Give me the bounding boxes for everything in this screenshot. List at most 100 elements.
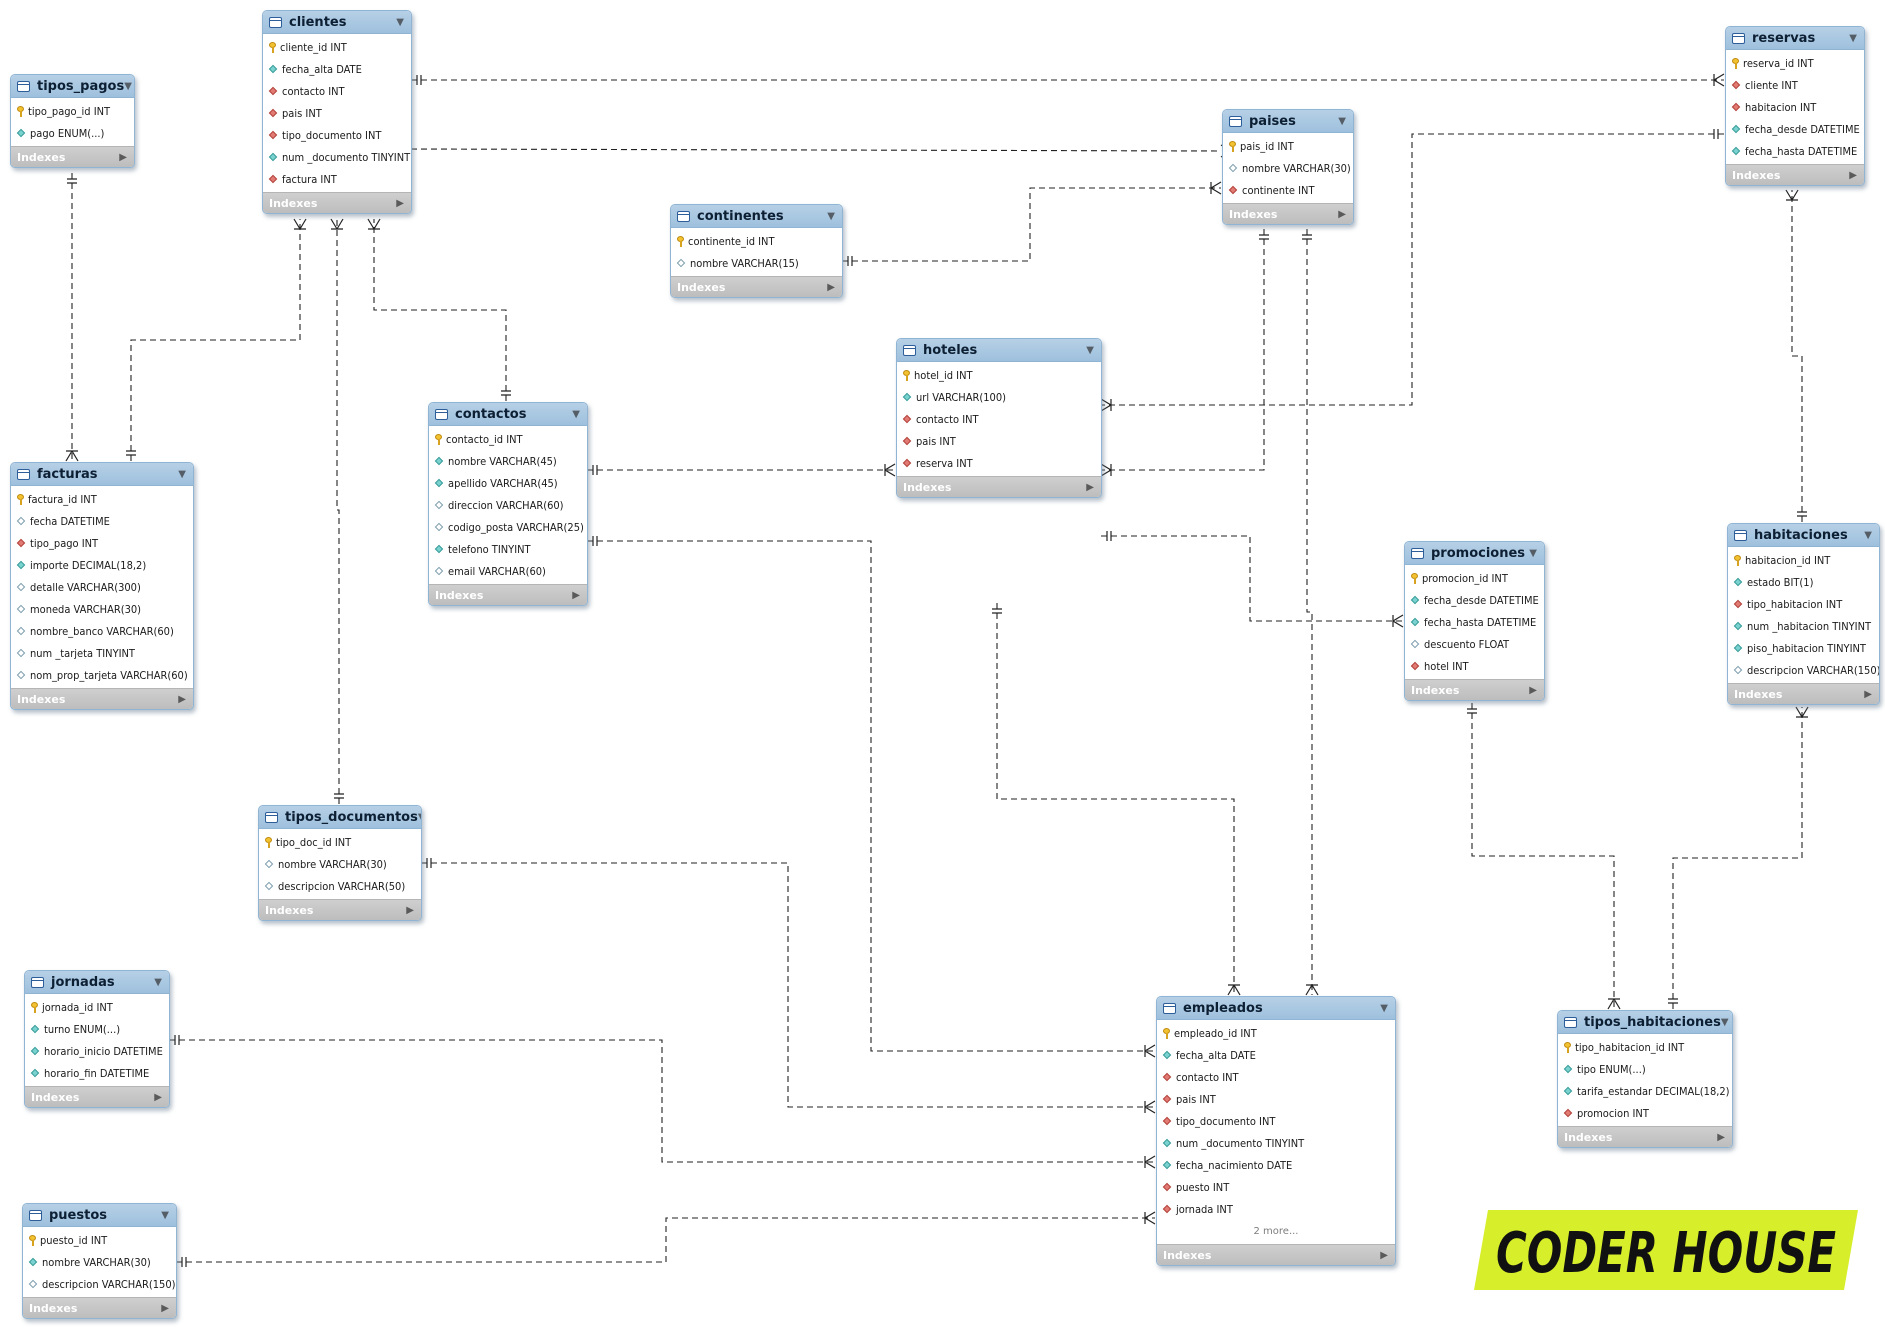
column-row[interactable]: promocion_id INT [1405,567,1544,589]
column-row[interactable]: url VARCHAR(100) [897,386,1101,408]
table-header[interactable]: paises▼ [1223,110,1353,133]
collapse-arrow-icon[interactable]: ▼ [124,80,132,92]
indexes-section[interactable]: Indexes▶ [263,192,411,213]
table-header[interactable]: contactos▼ [429,403,587,426]
column-row[interactable]: contacto INT [897,408,1101,430]
column-row[interactable]: fecha_desde DATETIME [1726,118,1864,140]
column-row[interactable]: continente_id INT [671,230,842,252]
column-row[interactable]: num _documento TINYINT [263,146,411,168]
more-columns-link[interactable]: 2 more... [1253,1225,1299,1237]
expand-arrow-icon[interactable]: ▶ [178,693,186,705]
column-row[interactable]: tipo_doc_id INT [259,831,421,853]
expand-arrow-icon[interactable]: ▶ [1529,684,1537,696]
expand-arrow-icon[interactable]: ▶ [1338,208,1346,220]
column-row[interactable]: horario_inicio DATETIME [25,1040,169,1062]
column-row[interactable]: hotel_id INT [897,364,1101,386]
collapse-arrow-icon[interactable]: ▼ [396,16,404,28]
column-row[interactable]: detalle VARCHAR(300) [11,576,193,598]
column-row[interactable]: contacto INT [1157,1066,1395,1088]
column-row[interactable]: tipo_documento INT [1157,1110,1395,1132]
table-header[interactable]: habitaciones▼ [1728,524,1879,547]
column-row[interactable]: pais_id INT [1223,135,1353,157]
column-row[interactable]: hotel INT [1405,655,1544,677]
column-row[interactable]: pais INT [263,102,411,124]
indexes-section[interactable]: Indexes▶ [1728,683,1879,704]
column-row[interactable]: contacto_id INT [429,428,587,450]
indexes-section[interactable]: Indexes▶ [23,1297,176,1318]
column-row[interactable]: codigo_posta VARCHAR(25) [429,516,587,538]
table-header[interactable]: jornadas▼ [25,971,169,994]
column-row[interactable]: nom_prop_tarjeta VARCHAR(60) [11,664,193,686]
column-row[interactable]: tarifa_estandar DECIMAL(18,2) [1558,1080,1732,1102]
column-row[interactable]: contacto INT [263,80,411,102]
collapse-arrow-icon[interactable]: ▼ [1338,115,1346,127]
column-row[interactable]: nombre VARCHAR(45) [429,450,587,472]
table-header[interactable]: promociones▼ [1405,542,1544,565]
column-row[interactable]: factura INT [263,168,411,190]
indexes-section[interactable]: Indexes▶ [11,688,193,709]
table-header[interactable]: continentes▼ [671,205,842,228]
indexes-section[interactable]: Indexes▶ [429,584,587,605]
indexes-section[interactable]: Indexes▶ [1558,1126,1732,1147]
collapse-arrow-icon[interactable]: ▼ [827,210,835,222]
table-header[interactable]: hoteles▼ [897,339,1101,362]
collapse-arrow-icon[interactable]: ▼ [1380,1002,1388,1014]
column-row[interactable]: num _habitacion TINYINT [1728,615,1879,637]
column-row[interactable]: direccion VARCHAR(60) [429,494,587,516]
indexes-section[interactable]: Indexes▶ [1405,679,1544,700]
indexes-section[interactable]: Indexes▶ [25,1086,169,1107]
column-row[interactable]: pais INT [1157,1088,1395,1110]
column-row[interactable]: turno ENUM(...) [25,1018,169,1040]
column-row[interactable]: habitacion INT [1726,96,1864,118]
expand-arrow-icon[interactable]: ▶ [1086,481,1094,493]
column-row[interactable]: nombre VARCHAR(30) [259,853,421,875]
indexes-section[interactable]: Indexes▶ [11,146,134,167]
column-row[interactable]: tipo_pago INT [11,532,193,554]
expand-arrow-icon[interactable]: ▶ [406,904,414,916]
column-row[interactable]: apellido VARCHAR(45) [429,472,587,494]
column-row[interactable]: nombre VARCHAR(15) [671,252,842,274]
table-header[interactable]: tipos_documentos▼ [259,806,421,829]
column-row[interactable]: pago ENUM(...) [11,122,134,144]
column-row[interactable]: fecha_hasta DATETIME [1405,611,1544,633]
column-row[interactable]: pais INT [897,430,1101,452]
expand-arrow-icon[interactable]: ▶ [1864,688,1872,700]
column-row[interactable]: tipo_habitacion_id INT [1558,1036,1732,1058]
table-header[interactable]: tipos_pagos▼ [11,75,134,98]
collapse-arrow-icon[interactable]: ▼ [1529,547,1537,559]
column-row[interactable]: horario_fin DATETIME [25,1062,169,1084]
column-row[interactable]: puesto_id INT [23,1229,176,1251]
column-row[interactable]: nombre VARCHAR(30) [1223,157,1353,179]
table-tipos_habitaciones[interactable]: tipos_habitaciones▼tipo_habitacion_id IN… [1557,1010,1733,1148]
expand-arrow-icon[interactable]: ▶ [1380,1249,1388,1261]
expand-arrow-icon[interactable]: ▶ [396,197,404,209]
expand-arrow-icon[interactable]: ▶ [1849,169,1857,181]
column-row[interactable]: continente INT [1223,179,1353,201]
collapse-arrow-icon[interactable]: ▼ [161,1209,169,1221]
column-row[interactable]: telefono TINYINT [429,538,587,560]
column-row[interactable]: reserva INT [897,452,1101,474]
table-header[interactable]: tipos_habitaciones▼ [1558,1011,1732,1034]
indexes-section[interactable]: Indexes▶ [259,899,421,920]
table-header[interactable]: empleados▼ [1157,997,1395,1020]
expand-arrow-icon[interactable]: ▶ [1717,1131,1725,1143]
collapse-arrow-icon[interactable]: ▼ [1720,1016,1729,1028]
column-row[interactable]: descripcion VARCHAR(150) [23,1273,176,1295]
collapse-arrow-icon[interactable]: ▼ [178,468,186,480]
indexes-section[interactable]: Indexes▶ [1726,164,1864,185]
expand-arrow-icon[interactable]: ▶ [161,1302,169,1314]
column-row[interactable]: tipo_habitacion INT [1728,593,1879,615]
column-row[interactable]: fecha_alta DATE [263,58,411,80]
column-row[interactable]: jornada INT [1157,1198,1395,1220]
